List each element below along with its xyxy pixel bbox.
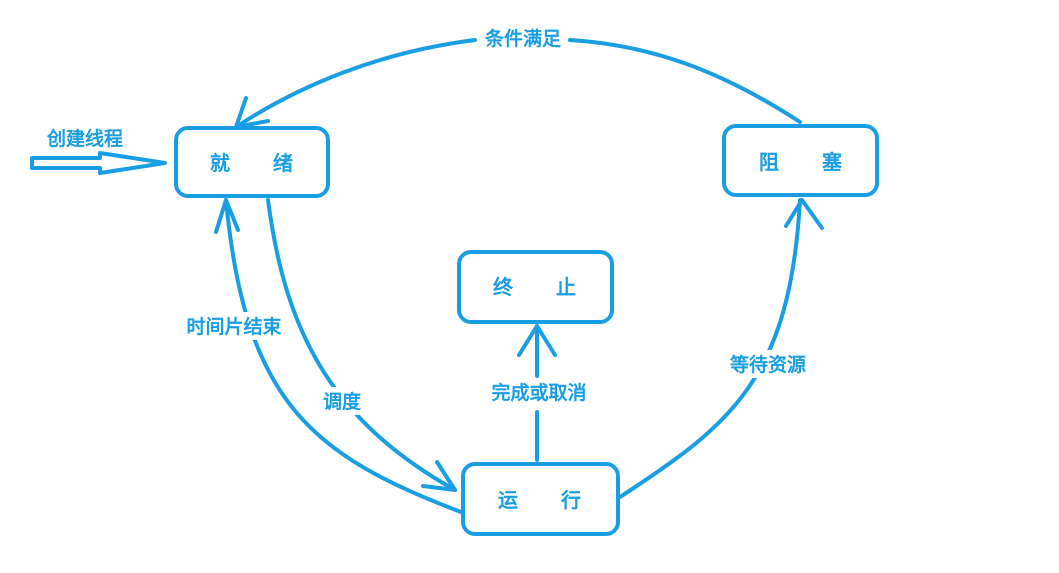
edge-schedule: 调度 [266,198,457,492]
condition-met-label: 条件满足 [485,27,562,50]
state-running: 运 行 [461,462,620,536]
schedule-label-bg [318,387,366,415]
edge-condition-met: 条件满足 [234,27,802,129]
create-thread-arrow [30,151,167,175]
state-ready-label: 就 绪 [210,151,294,175]
complete-or-cancel-label: 完成或取消 [491,381,586,404]
condition-met-line-right [568,38,802,124]
edge-create-thread: 创建线程 [30,127,167,175]
time-slice-end-label: 时间片结束 [186,315,282,338]
condition-met-arrowhead [234,96,270,129]
state-terminated-box [457,250,614,324]
time-slice-end-line [224,198,463,514]
state-ready-box [174,126,330,198]
edge-complete-or-cancel: 完成或取消 [491,324,587,462]
edge-wait-resource: 等待资源 [618,198,824,499]
time-slice-end-label-bg [178,312,290,340]
schedule-arrowhead [421,460,457,492]
edge-time-slice-end: 时间片结束 [178,198,463,514]
complete-or-cancel-arrowhead [517,324,557,357]
state-terminated-label: 终 止 [493,275,577,299]
wait-resource-label: 等待资源 [729,353,806,376]
state-blocked-box [722,124,879,197]
state-terminated: 终 止 [457,250,614,324]
state-blocked: 阻 塞 [722,124,879,197]
time-slice-end-arrowhead [214,198,240,234]
state-running-label: 运 行 [498,488,582,512]
wait-resource-arrowhead [784,198,824,230]
state-blocked-label: 阻 塞 [759,150,843,174]
state-ready: 就 绪 [174,126,330,198]
create-thread-label: 创建线程 [46,127,123,150]
wait-resource-label-bg [722,350,814,378]
state-running-box [461,462,620,536]
condition-met-line-left [234,38,477,129]
schedule-line [266,198,457,492]
wait-resource-line [618,198,802,499]
schedule-label: 调度 [323,390,362,413]
